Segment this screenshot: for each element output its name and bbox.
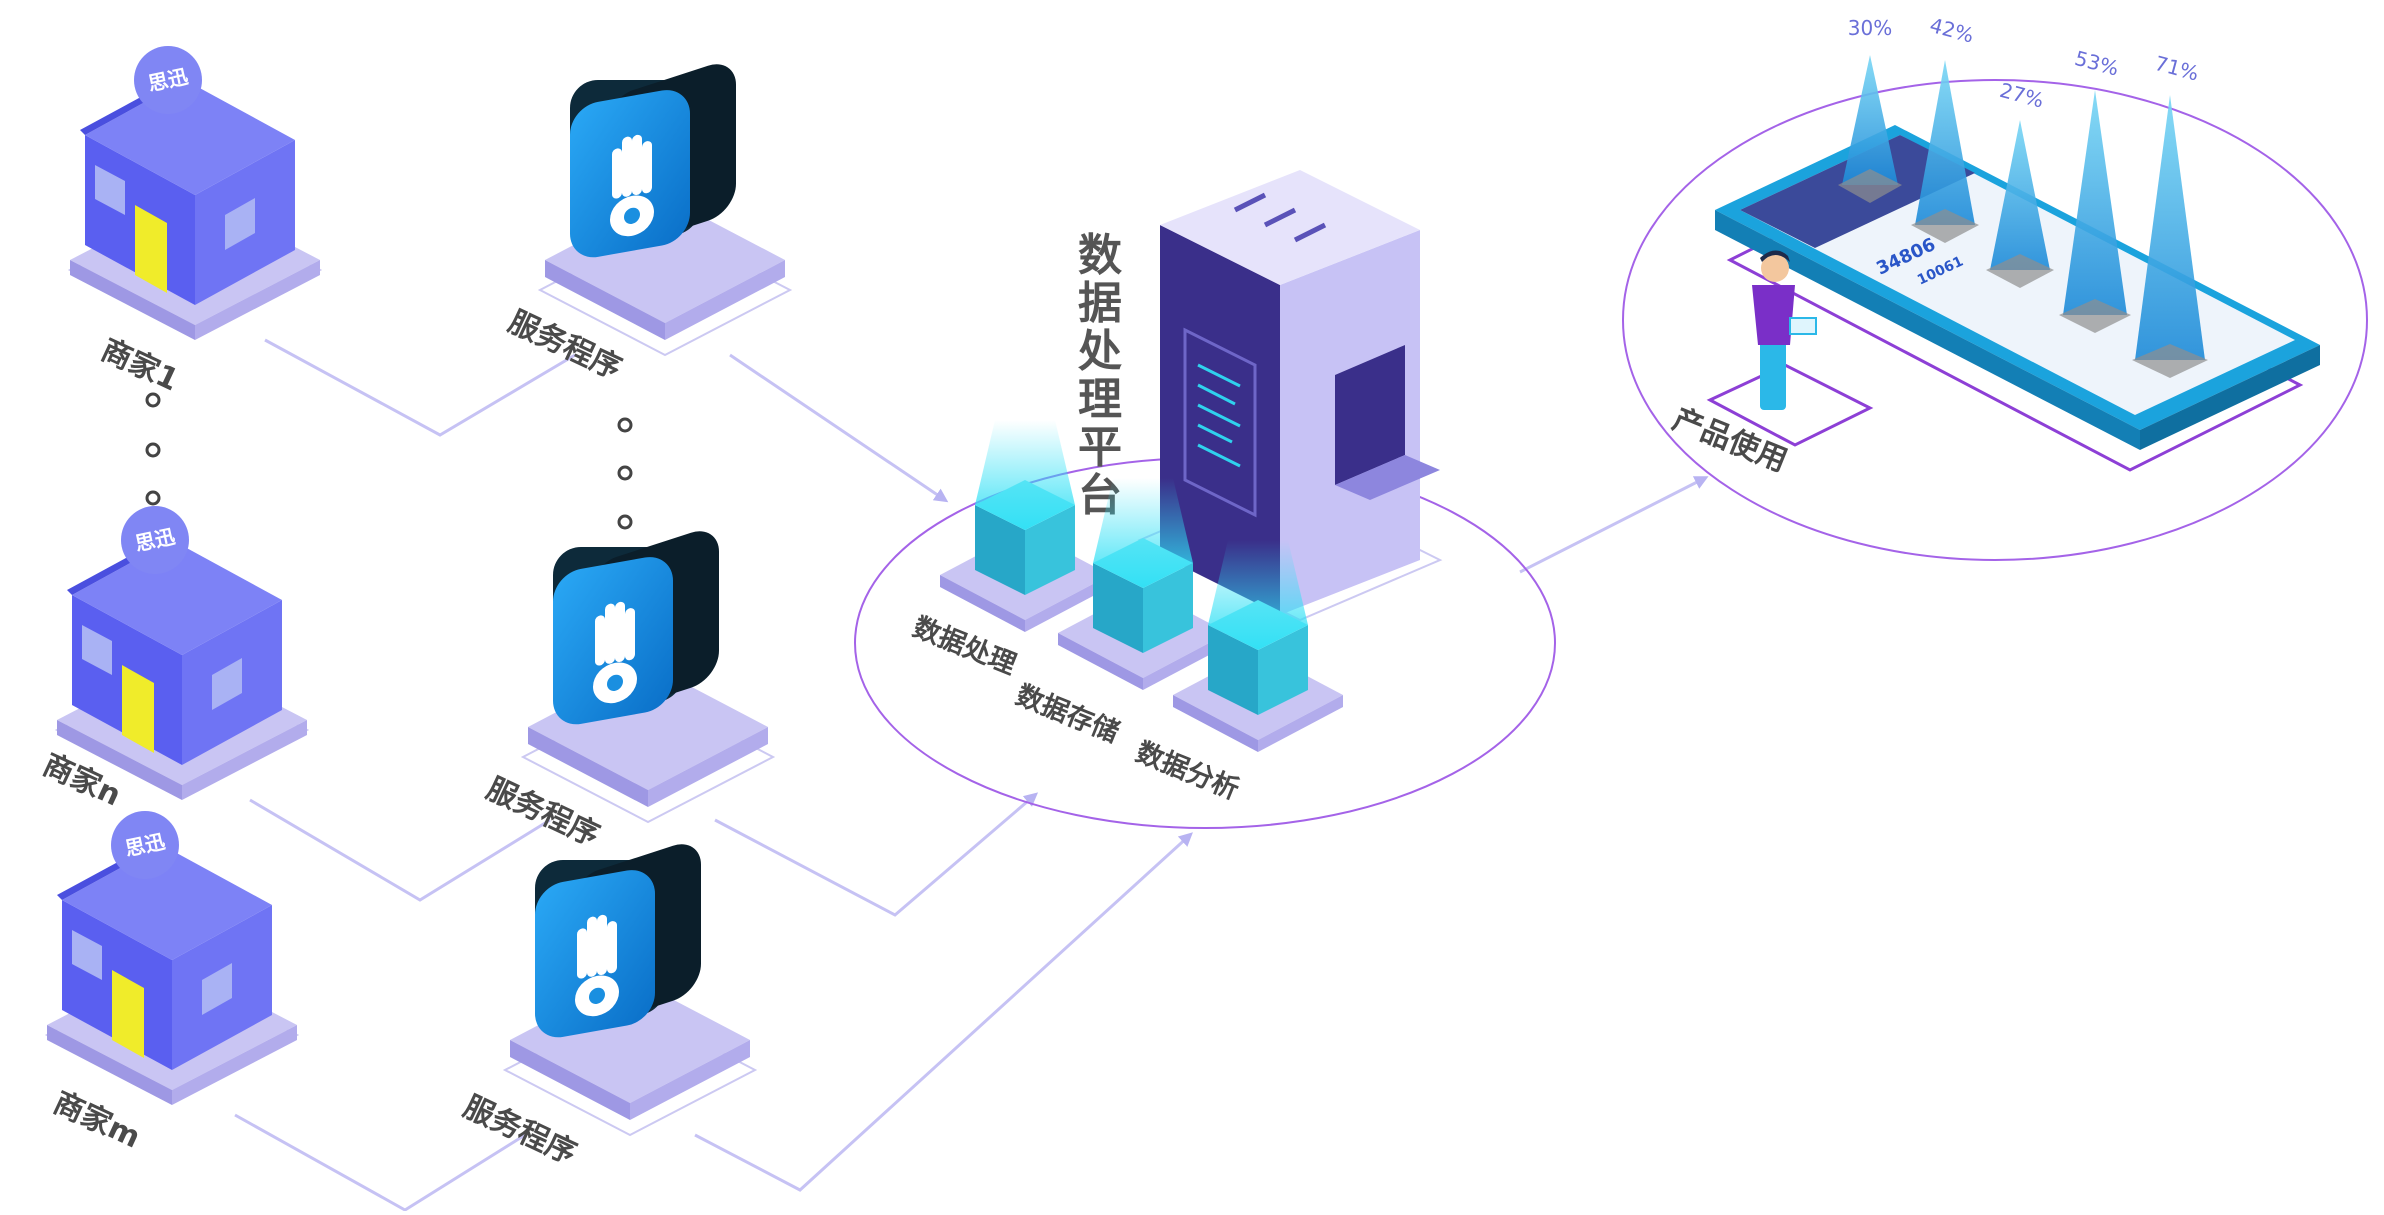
cone-percent: 30% bbox=[1848, 16, 1892, 40]
connector-service3-platform bbox=[694, 832, 1193, 1192]
service-icon bbox=[520, 531, 776, 824]
cone-42: 42% bbox=[1911, 13, 1979, 243]
service-2: 服务程序 bbox=[481, 531, 776, 854]
cone-30: 30% bbox=[1838, 16, 1902, 203]
service-label: 服务程序 bbox=[481, 771, 605, 853]
service-ellipsis bbox=[617, 417, 633, 530]
platform-title-char: 理 bbox=[1078, 374, 1122, 425]
connector-service1-platform bbox=[729, 353, 949, 503]
service-3: 服务程序 bbox=[458, 844, 758, 1172]
platform-title-char: 处 bbox=[1078, 326, 1122, 377]
service-label: 服务程序 bbox=[458, 1089, 582, 1171]
module-cube-icon bbox=[940, 420, 1110, 632]
person-icon bbox=[1706, 250, 1874, 447]
platform-title-char: 平 bbox=[1078, 422, 1122, 473]
service-icon bbox=[537, 64, 793, 357]
connector-merchantm-service3 bbox=[234, 1113, 526, 1212]
connector-merchantn-service2 bbox=[249, 798, 551, 902]
connector-service2-platform bbox=[714, 792, 1039, 917]
building-icon bbox=[44, 811, 300, 1105]
merchant-label: 商家m bbox=[48, 1085, 146, 1155]
cone-percent: 27% bbox=[1997, 78, 2046, 113]
cone-percent: 53% bbox=[2072, 46, 2121, 81]
platform-title-char: 据 bbox=[1078, 278, 1122, 329]
product-label: 产品使用 bbox=[1668, 402, 1792, 479]
product-ellipse bbox=[1622, 79, 2368, 561]
service-1: 服务程序 bbox=[503, 64, 793, 387]
merchant-label: 商家1 bbox=[96, 333, 184, 399]
module-cube-icon bbox=[1173, 540, 1343, 752]
platform-title-char: 数 bbox=[1078, 230, 1122, 281]
merchant-n: 思迅 商家n bbox=[38, 506, 310, 814]
merchant-ellipsis bbox=[145, 392, 161, 506]
module-label: 数据处理 bbox=[909, 612, 1021, 681]
connectors bbox=[234, 338, 1709, 1212]
connector-platform-product bbox=[1519, 476, 1709, 574]
building-icon bbox=[54, 506, 310, 800]
cone-percent: 71% bbox=[2152, 51, 2201, 86]
service-label: 服务程序 bbox=[503, 304, 627, 386]
server-cabinet-icon bbox=[1137, 170, 1443, 622]
building-icon bbox=[67, 46, 323, 340]
merchant-m: 思迅 商家m bbox=[44, 811, 300, 1156]
module-label: 数据分析 bbox=[1132, 737, 1244, 806]
merchant-1: 思迅 商家1 bbox=[67, 46, 323, 399]
module-cube-icon bbox=[1058, 478, 1228, 690]
service-icon bbox=[502, 844, 758, 1137]
module-label: 数据存储 bbox=[1012, 680, 1124, 749]
product-usage: 34806 10061 30% 42% 27% 5 bbox=[1668, 13, 2320, 479]
connector-merchant1-service1 bbox=[264, 338, 576, 437]
platform-title: 数 据 处 理 平 台 bbox=[1078, 230, 1122, 521]
cone-percent: 42% bbox=[1927, 13, 1976, 48]
